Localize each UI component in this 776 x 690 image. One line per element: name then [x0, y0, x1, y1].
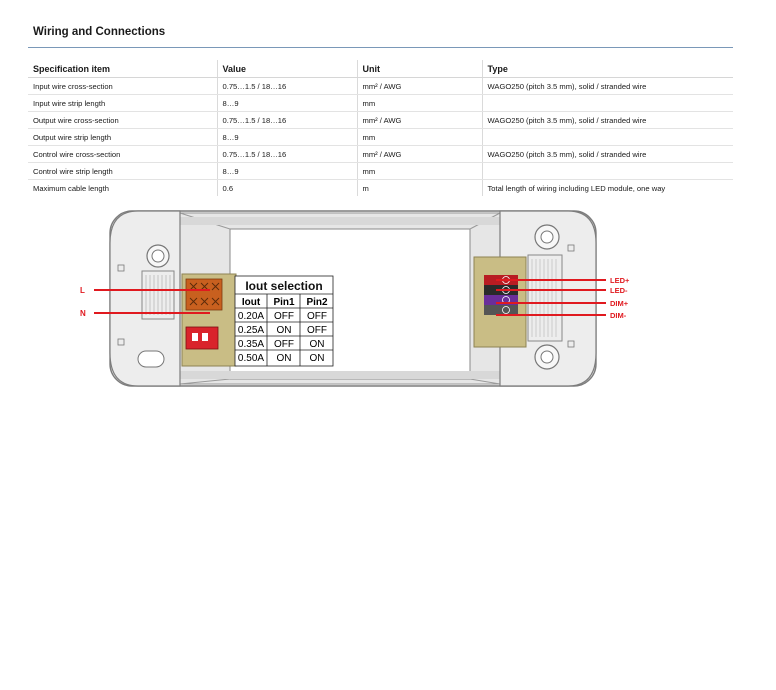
- spec-item: Output wire strip length: [28, 128, 217, 146]
- wiring-diagram: Iout selection Iout Pin1 Pin2 0.20A OFF …: [80, 210, 630, 387]
- output-wires: LED+ LED- DIM+ DIM-: [496, 276, 630, 320]
- spec-item: Maximum cable length: [33, 183, 109, 193]
- spec-item: Output wire cross-section: [28, 111, 217, 129]
- table-row: Maximum cable length 0.6 m Total length …: [28, 179, 733, 196]
- spec-value: 8…9: [216, 128, 357, 146]
- spec-unit: mm² / AWG: [356, 111, 482, 129]
- wire-label-dim-minus: DIM-: [610, 311, 627, 320]
- section-title: Wiring and Connections: [33, 26, 166, 38]
- iout-cell: OFF: [307, 311, 327, 322]
- table-row: Control wire strip length 8…9 mm: [28, 162, 733, 180]
- spec-unit: m: [356, 179, 482, 196]
- input-wires: L N: [80, 286, 210, 318]
- spec-type: Total length of wiring including LED mod…: [481, 179, 733, 196]
- spec-item: Control wire strip length: [28, 162, 217, 180]
- spec-unit: mm² / AWG: [356, 77, 482, 95]
- iout-cell: 0.20A: [238, 311, 264, 322]
- spec-item: Control wire cross-section: [28, 145, 217, 163]
- wire-label-l: L: [80, 286, 85, 295]
- spec-type: [481, 162, 733, 180]
- iout-cell: ON: [277, 353, 292, 364]
- wiring-spec-table: Specification item Value Unit Type Input…: [28, 60, 733, 196]
- iout-header: Pin2: [306, 297, 328, 308]
- iout-header: Iout: [242, 297, 261, 308]
- spec-value: 0.75…1.5 / 18…16: [216, 145, 357, 163]
- iout-cell: 0.50A: [238, 353, 264, 364]
- spec-unit: mm: [356, 94, 482, 112]
- iout-cell: OFF: [274, 311, 294, 322]
- spec-item: Input wire strip length: [28, 94, 217, 112]
- table-row: Input wire cross-section 0.75…1.5 / 18…1…: [28, 77, 733, 95]
- iout-cell: ON: [277, 325, 292, 336]
- input-terminal-block: [181, 273, 237, 367]
- spec-type: [481, 128, 733, 146]
- iout-cell: ON: [310, 353, 325, 364]
- wire-label-n: N: [80, 309, 86, 318]
- table-row: Control wire cross-section 0.75…1.5 / 18…: [28, 145, 733, 163]
- spec-type: WAGO250 (pitch 3.5 mm), solid / stranded…: [481, 77, 733, 95]
- iout-table-title: Iout selection: [245, 279, 322, 293]
- left-end-cap: [109, 210, 181, 387]
- iout-cell: ON: [310, 339, 325, 350]
- spec-type: WAGO250 (pitch 3.5 mm), solid / stranded…: [481, 145, 733, 163]
- iout-cell: OFF: [274, 339, 294, 350]
- table-header-row: Specification item Value Unit Type: [28, 60, 733, 78]
- iout-cell: 0.35A: [238, 339, 264, 350]
- spec-value: 8…9: [216, 162, 357, 180]
- column-header: Value: [216, 60, 357, 78]
- spec-item: Input wire cross-section: [28, 77, 217, 95]
- column-header: Unit: [356, 60, 482, 78]
- column-header: Type: [481, 60, 733, 78]
- spec-value: 0.75…1.5 / 18…16: [216, 77, 357, 95]
- table-row: Output wire strip length 8…9 mm: [28, 128, 733, 146]
- spec-value: 0.6: [216, 179, 357, 196]
- iout-selection-table: Iout selection Iout Pin1 Pin2 0.20A OFF …: [234, 275, 334, 367]
- spec-type: [481, 94, 733, 112]
- iout-cell: 0.25A: [238, 325, 264, 336]
- table-row: Output wire cross-section 0.75…1.5 / 18……: [28, 111, 733, 129]
- iout-cell: OFF: [307, 325, 327, 336]
- title-divider: [28, 47, 733, 48]
- spec-type: WAGO250 (pitch 3.5 mm), solid / stranded…: [481, 111, 733, 129]
- spec-value: 8…9: [216, 94, 357, 112]
- wire-label-led-plus: LED+: [610, 276, 630, 285]
- spec-unit: mm: [356, 162, 482, 180]
- wire-label-led-minus: LED-: [610, 286, 628, 295]
- spec-value: 0.75…1.5 / 18…16: [216, 111, 357, 129]
- column-header: Specification item: [28, 60, 217, 78]
- wire-label-dim-plus: DIM+: [610, 299, 629, 308]
- spec-unit: mm: [356, 128, 482, 146]
- table-row: Input wire strip length 8…9 mm: [28, 94, 733, 112]
- iout-header: Pin1: [273, 297, 295, 308]
- spec-unit: mm² / AWG: [356, 145, 482, 163]
